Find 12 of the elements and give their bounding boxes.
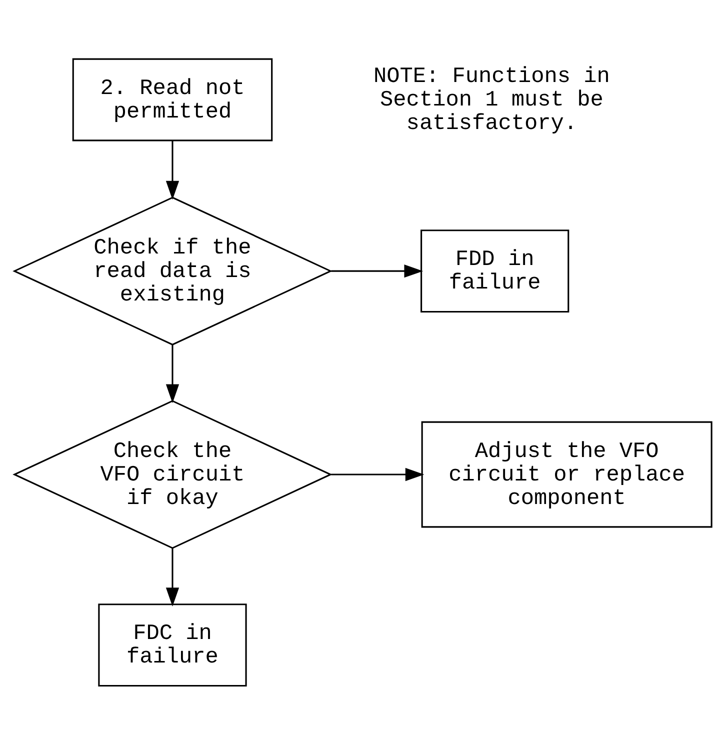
arrow [331,264,424,278]
arrow [166,548,180,606]
arrow [331,468,424,482]
node-box: Adjust the VFO circuit or replace component [421,421,712,528]
node-diamond: Check the VFO circuit if okay [12,400,332,549]
node-box: 2. Read not permitted [72,58,273,142]
arrow [166,140,180,200]
label: NOTE: Functions in Section 1 must be satisfactory. [373,64,610,136]
node-box: FDC in failure [98,604,247,687]
arrow [166,344,180,404]
node-box: FDD in failure [420,230,570,313]
node-diamond: Check if the read data is existing [12,196,332,346]
